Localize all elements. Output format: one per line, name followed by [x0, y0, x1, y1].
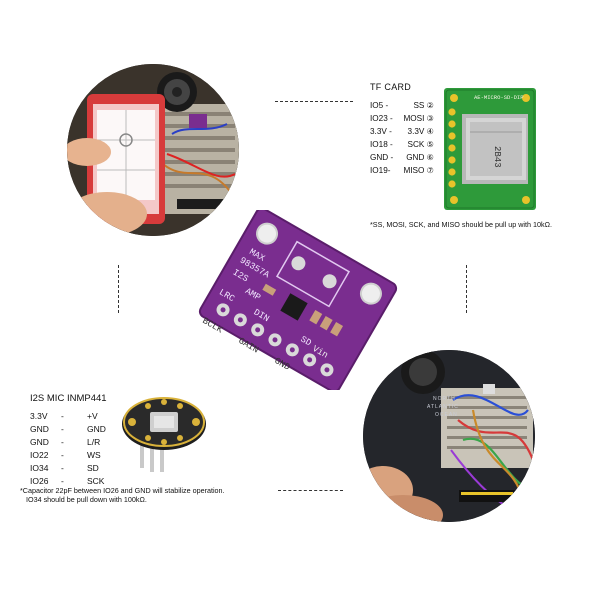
- tf-board-label: AE-MICRO-SD-DIP: [474, 94, 524, 101]
- tf-card-title: TF CARD: [370, 82, 412, 92]
- connector-line-right: [466, 265, 467, 313]
- inmp441-mic-module: [118, 386, 210, 478]
- board-label-sd: SD: [299, 334, 313, 348]
- tf-card-board: AE-MICRO-SD-DIP 2B43: [444, 88, 536, 210]
- tf-pin-row: IO23 -MOSI ③: [370, 114, 434, 123]
- mic-note-line2: IO34 should be pull down with 100kΩ.: [26, 495, 147, 504]
- tf-pin-row: IO18 -SCK ⑤: [370, 140, 434, 149]
- mic-pin-row: IO34-SD: [30, 463, 99, 473]
- mic-pin-row: IO26-SCK: [30, 476, 105, 486]
- mic-pin-list: 3.3V-+V GND-GND GND-L/R IO22-WS IO34-SD …: [30, 410, 106, 488]
- breadboard-wiring-photo: NORTH ATLANTIC OCEAN: [363, 350, 535, 522]
- mic-pin-row: IO22-WS: [30, 450, 101, 460]
- tf-card-print: 2B43: [492, 146, 502, 168]
- map-label-atlantic: ATLANTIC: [427, 404, 459, 410]
- tf-pin-row: 3.3V -3.3V ④: [370, 127, 434, 136]
- tf-card-note: *SS, MOSI, SCK, and MISO should be pull …: [370, 220, 552, 229]
- max98357a-amp-board: MAX 98357A I2S AMP LRC DIN SD BCLK GAIN …: [188, 207, 408, 393]
- connector-line-left: [118, 265, 119, 313]
- tf-pin-row: IO19-MISO ⑦: [370, 166, 434, 175]
- map-label-ocean: OCEAN: [435, 412, 458, 418]
- connector-line-top: [275, 101, 353, 102]
- mic-pin-row: GND-L/R: [30, 437, 101, 447]
- phone-breadboard-photo: [67, 64, 239, 236]
- mic-title: I2S MIC INMP441: [30, 393, 107, 404]
- mic-note-line1: *Capacitor 22pF between IO26 and GND wil…: [20, 486, 225, 495]
- connector-line-bottom: [278, 490, 343, 491]
- tf-pin-row: IO5 -SS ②: [370, 101, 434, 110]
- tf-pin-row: GND -GND ⑥: [370, 153, 434, 162]
- map-label-north: NORTH: [433, 396, 456, 402]
- mic-pin-row: GND-GND: [30, 424, 106, 434]
- mic-pin-row: 3.3V-+V: [30, 411, 98, 421]
